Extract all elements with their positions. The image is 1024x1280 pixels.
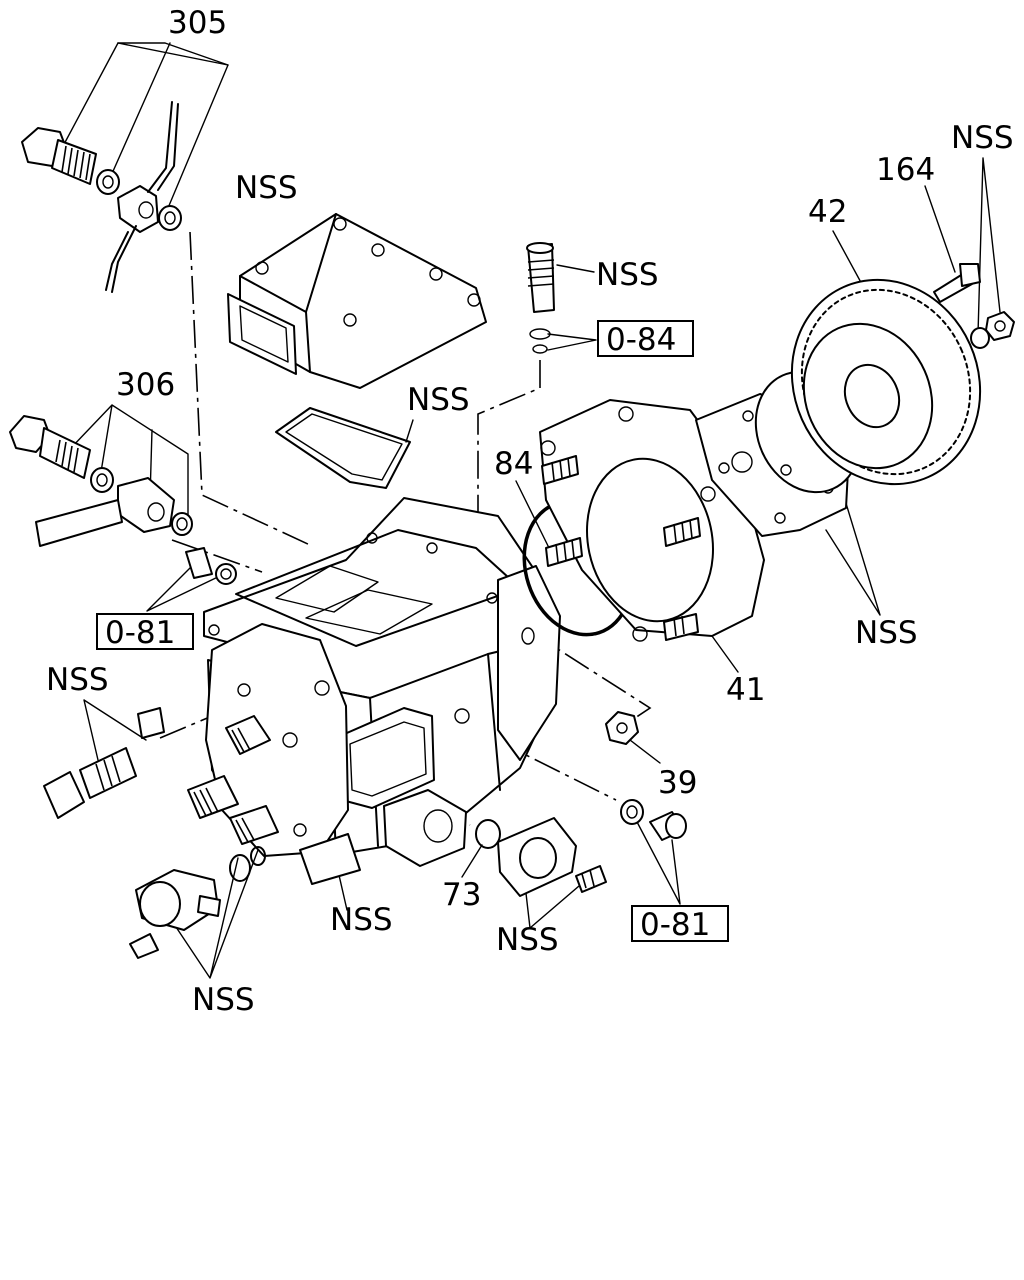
- ref-label-0-84: 0-84: [606, 322, 676, 358]
- ref-box-0-81-left: 0-81: [96, 613, 194, 651]
- o-ring-73: [475, 819, 501, 849]
- o-rings-0-84: [529, 328, 551, 354]
- cover-plate: [497, 817, 607, 897]
- label-42: 42: [808, 194, 847, 230]
- washer-306b: [171, 512, 193, 536]
- gear-42: [790, 278, 982, 486]
- plug-0-81-left: [185, 547, 237, 585]
- label-305: 305: [168, 5, 227, 41]
- label-nss-gasket: NSS: [407, 382, 470, 418]
- washer-nut-nss: [970, 311, 1015, 349]
- label-nss-bracket: NSS: [330, 902, 393, 938]
- o-rings-bottom: [229, 846, 266, 882]
- module-gasket: [275, 407, 411, 489]
- washer-306a: [90, 467, 114, 493]
- banjo-bolt-306: [9, 415, 91, 479]
- label-306: 306: [116, 367, 175, 403]
- label-164: 164: [876, 152, 935, 188]
- label-nss-fitting: NSS: [46, 662, 109, 698]
- actuator-nss: [129, 869, 221, 959]
- bolt-0-81-right: [620, 799, 687, 841]
- ref-box-0-84: 0-84: [597, 320, 694, 358]
- label-41: 41: [726, 672, 765, 708]
- label-nss-ecu: NSS: [235, 170, 298, 206]
- banjo-fitting-306: [35, 477, 175, 547]
- label-39: 39: [658, 765, 697, 801]
- bolt-164: [933, 263, 981, 303]
- leader-lines: [61, 42, 1001, 979]
- ref-label-0-81-left: 0-81: [105, 615, 175, 651]
- fitting-nss: [43, 707, 165, 819]
- banjo-fitting-305: [105, 101, 179, 293]
- ref-label-0-81-right: 0-81: [640, 907, 710, 943]
- ref-box-0-81-right: 0-81: [631, 905, 729, 943]
- label-nss-valve: NSS: [596, 257, 659, 293]
- label-nss-top-right: NSS: [951, 120, 1014, 156]
- label-nss-bottom-left: NSS: [192, 982, 255, 1018]
- label-nss-plate: NSS: [855, 615, 918, 651]
- label-nss-cover: NSS: [496, 922, 559, 958]
- control-module: [227, 213, 487, 389]
- washer-305a: [96, 169, 120, 195]
- pump-body: [187, 497, 561, 885]
- label-84: 84: [494, 446, 533, 482]
- washer-305b: [158, 205, 182, 231]
- label-73: 73: [442, 877, 481, 913]
- banjo-bolt-305: [21, 127, 97, 185]
- nut-39: [605, 711, 639, 745]
- solenoid-valve: [526, 242, 555, 313]
